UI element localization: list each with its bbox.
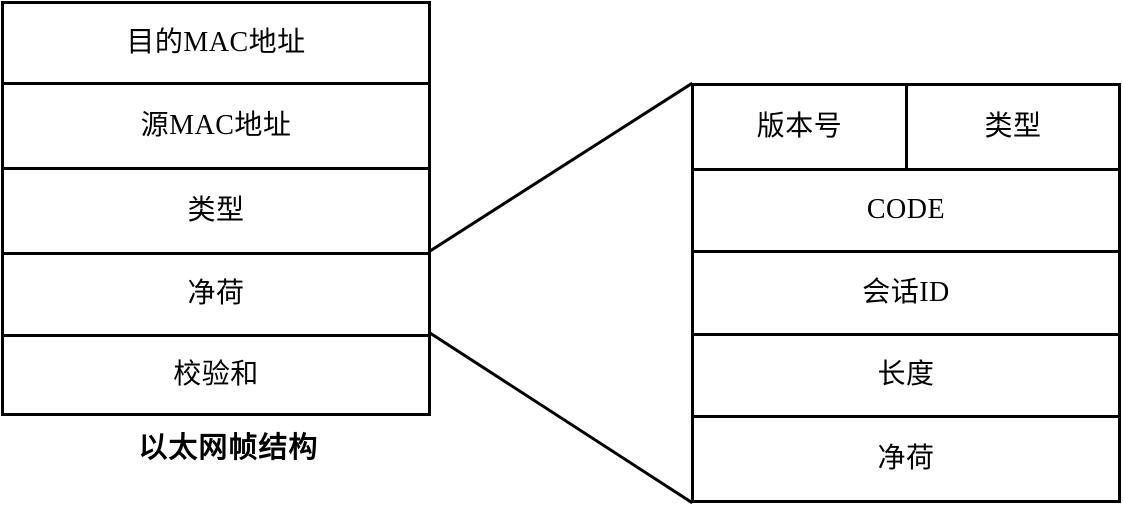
- ethernet-row-destination-mac: 目的MAC地址: [4, 4, 428, 85]
- pppoe-cell-type: 类型: [908, 86, 1118, 168]
- payload-expand-lower-line: [427, 330, 694, 505]
- pppoe-cell-session-id: 会话ID: [694, 253, 1118, 333]
- ethernet-row-payload: 净荷: [4, 255, 428, 337]
- ethernet-row-checksum: 校验和: [4, 337, 428, 413]
- pppoe-cell-length: 长度: [694, 336, 1118, 415]
- ethernet-cell-type: 类型: [4, 170, 428, 252]
- pppoe-row-payload: 净荷: [694, 418, 1118, 500]
- pppoe-row-code: CODE: [694, 171, 1118, 253]
- pppoe-cell-payload: 净荷: [694, 418, 1118, 500]
- ethernet-row-type: 类型: [4, 170, 428, 255]
- pppoe-row-session-id: 会话ID: [694, 253, 1118, 336]
- pppoe-row-version-type: 版本号 类型: [694, 86, 1118, 171]
- ethernet-cell-payload: 净荷: [4, 255, 428, 334]
- pppoe-cell-version: 版本号: [694, 86, 908, 168]
- pppoe-header-table: 版本号 类型 CODE 会话ID 长度 净荷: [691, 83, 1121, 503]
- pppoe-cell-code: CODE: [694, 171, 1118, 250]
- ethernet-frame-caption: 以太网帧结构: [138, 432, 319, 464]
- payload-expand-upper-line: [427, 81, 694, 254]
- ethernet-cell-source-mac: 源MAC地址: [4, 85, 428, 167]
- ethernet-frame-table: 目的MAC地址 源MAC地址 类型 净荷 校验和: [1, 1, 431, 416]
- ethernet-cell-destination-mac: 目的MAC地址: [4, 4, 428, 82]
- ethernet-cell-checksum: 校验和: [4, 337, 428, 413]
- pppoe-row-length: 长度: [694, 336, 1118, 418]
- ethernet-row-source-mac: 源MAC地址: [4, 85, 428, 170]
